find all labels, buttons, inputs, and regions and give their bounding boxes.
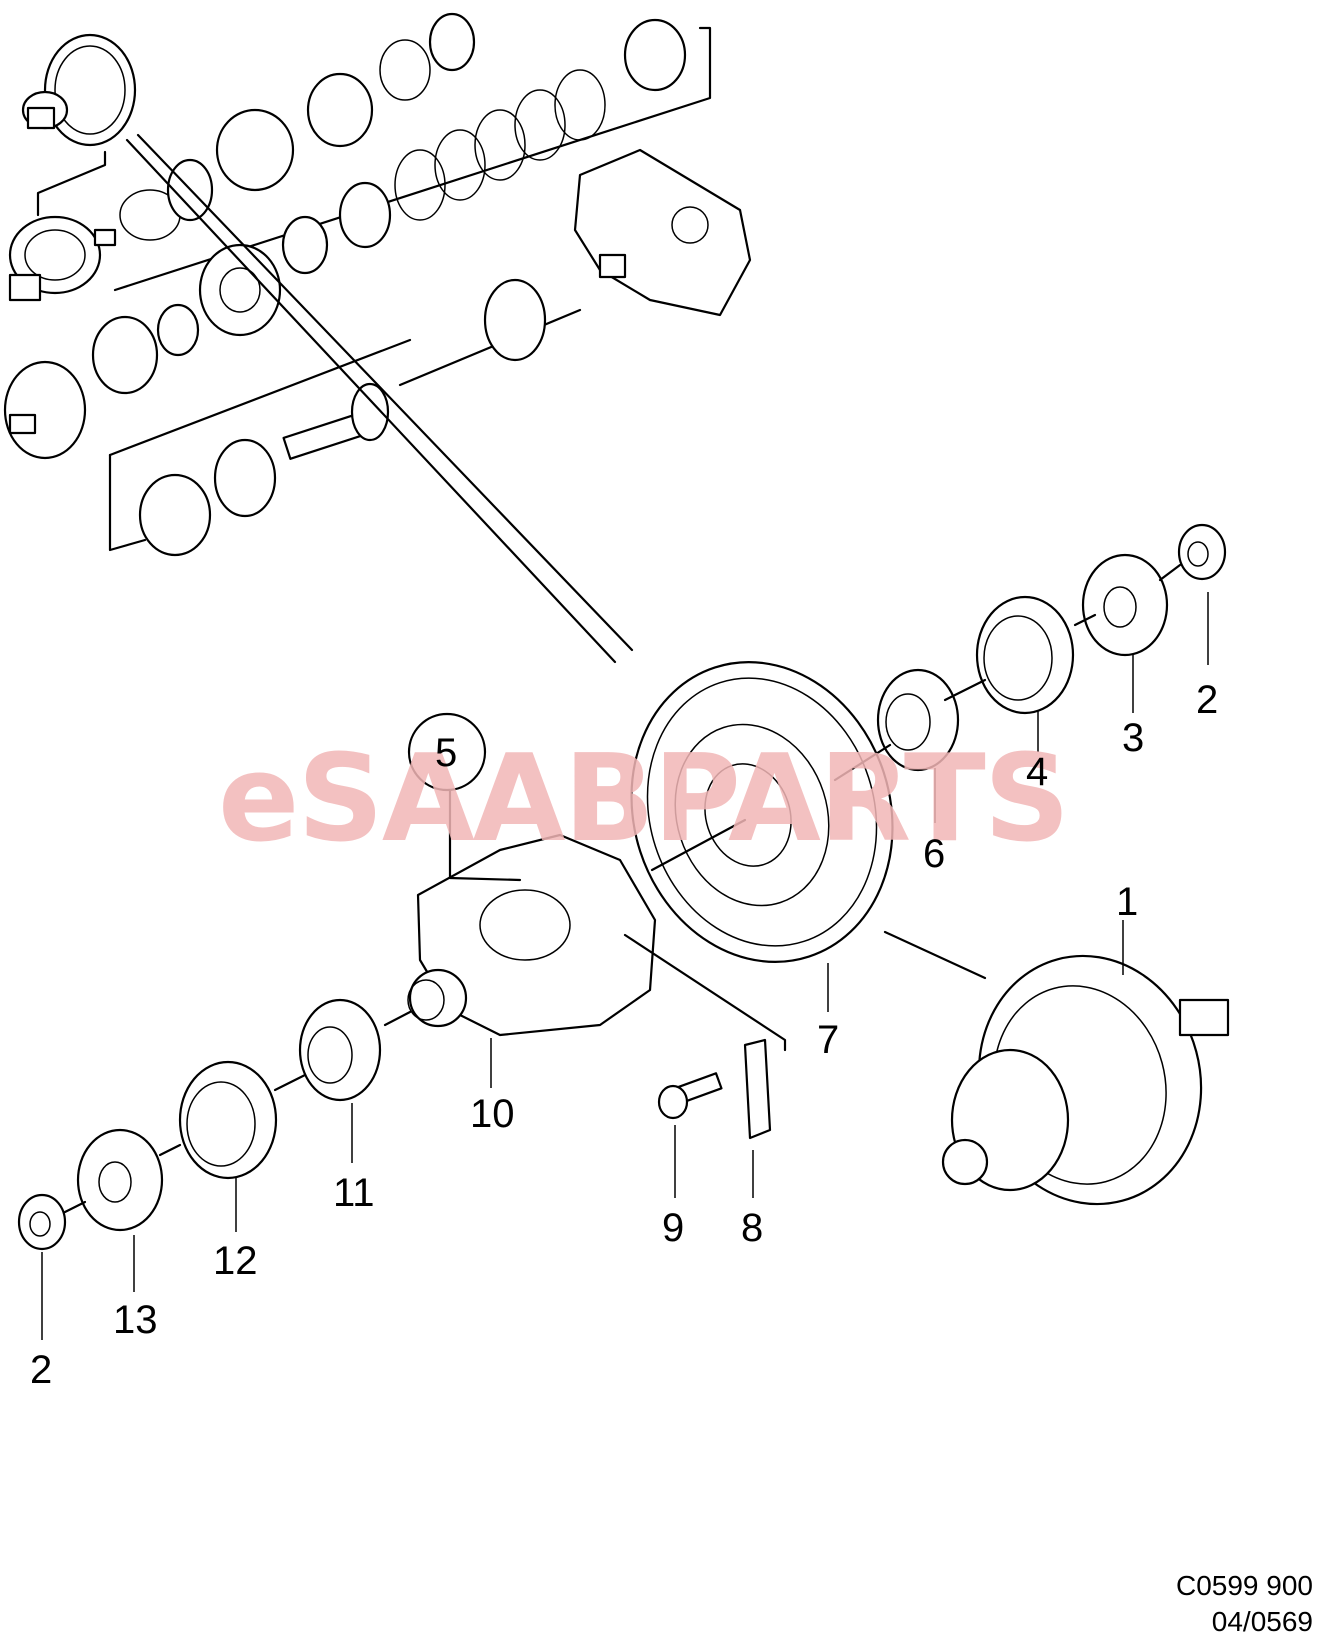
part-3-shim (1081, 553, 1169, 657)
reference-code: C0599 900 (1175, 1570, 1313, 1601)
callout-4: 4 (1026, 750, 1049, 794)
callout-2-lower: 2 (30, 1348, 53, 1392)
overview-bearing-a (428, 12, 476, 72)
callout-7: 7 (817, 1018, 840, 1062)
overview-bracket-2 (113, 26, 712, 292)
callout-5-circle (407, 712, 487, 792)
callout-11: 11 (333, 1171, 375, 1215)
part-1-gear-assembly (941, 954, 1230, 1206)
part-2-seal-upper (1177, 523, 1227, 581)
callout-leaders (41, 592, 1209, 1340)
overview-gear-b (198, 243, 282, 337)
callout-13: 13 (113, 1298, 158, 1342)
overview-shaft (398, 308, 582, 387)
callout-5: 5 (435, 731, 458, 775)
leader-double-b (136, 133, 634, 652)
callout-1: 1 (1116, 880, 1139, 924)
overview-washer (156, 303, 200, 357)
callout-9: 9 (662, 1206, 685, 1250)
reference-date: 04/0569 (1211, 1606, 1313, 1637)
callout-10: 10 (470, 1092, 515, 1136)
overview-differential (21, 33, 137, 147)
overview-clutch-pack (281, 69, 606, 275)
overview-bearing-b (623, 18, 687, 92)
part-2-seal-lower (17, 1193, 67, 1251)
overview-gear-e (483, 278, 547, 362)
callout-2-upper: 2 (1196, 678, 1219, 722)
overview-gear-c (91, 315, 159, 395)
part-11-bearing (298, 998, 382, 1102)
leader-5 (448, 788, 522, 882)
assembly-axis-lines (63, 563, 1182, 1214)
part-12-bearing-race (178, 1060, 278, 1180)
overview-gear-d (3, 360, 87, 460)
part-8-lock-plate (743, 1038, 772, 1140)
overview-bracket-3 (108, 453, 147, 552)
callout-3: 3 (1122, 716, 1145, 760)
callout-12: 12 (213, 1239, 258, 1283)
callout-6: 6 (923, 832, 946, 876)
part-10-differential-housing (407, 833, 657, 1037)
overview-input-shaft (8, 215, 117, 302)
part-4-bearing-race (975, 595, 1075, 715)
part-9-bolt (657, 1072, 723, 1120)
part-6-bearing (876, 668, 960, 772)
leader-double-a (125, 138, 617, 664)
part-13-shim (76, 1128, 164, 1232)
callout-8: 8 (741, 1206, 764, 1250)
overview-snap-ring-2 (379, 39, 431, 101)
overview-bracket-1 (36, 150, 107, 217)
overview-housing-cover (573, 148, 752, 317)
overview-hub (215, 108, 295, 192)
overview-synchro (306, 72, 374, 148)
part-7-crown-wheel (630, 661, 894, 963)
transmission-overview (3, 12, 752, 664)
overview-output-shaft (138, 382, 390, 557)
